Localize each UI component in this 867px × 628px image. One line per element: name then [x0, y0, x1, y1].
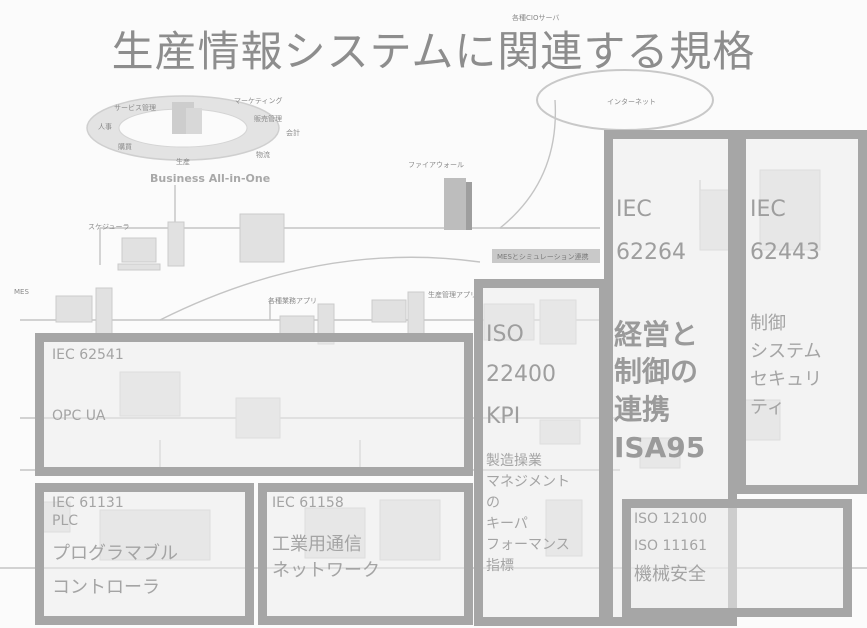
- ring-tag: サービス管理: [114, 104, 156, 112]
- iec61131-code: IEC 61131: [52, 495, 124, 511]
- iso22400-desc-5: フォーマンス: [486, 537, 570, 553]
- integration-tag: [492, 249, 600, 263]
- integration-label: MESとシミュレーション連携: [497, 253, 589, 261]
- iec62443-desc-4: ティ: [750, 397, 785, 418]
- ring-tag: 物流: [256, 151, 270, 159]
- iso22400-box: [474, 279, 608, 626]
- iec61158-desc-2: ネットワーク: [272, 560, 380, 581]
- scheduler-label: スケジューラ: [88, 223, 130, 231]
- iec62264-alias: ISA95: [614, 431, 706, 464]
- firewall-shape: [444, 178, 472, 230]
- iec61131-desc-1: プログラマブル: [52, 543, 178, 564]
- ring-tag: 生産: [176, 158, 190, 166]
- iec62541-code: IEC 62541: [52, 347, 124, 363]
- iso22400-desc-3: の: [486, 495, 500, 511]
- iso22400-desc-4: キーパ: [486, 516, 528, 532]
- iec62264-desc-2: 制御の: [614, 355, 699, 388]
- iso22400-code-3: KPI: [486, 404, 521, 429]
- iec61158-code: IEC 61158: [272, 495, 344, 511]
- iec62264-desc-1: 経営と: [614, 318, 699, 351]
- iec62443-code-1: IEC: [750, 197, 786, 222]
- iec62443-box: [737, 130, 867, 494]
- iso22400-desc-1: 製造操業: [486, 453, 542, 469]
- business-label: Business All-in-One: [150, 172, 271, 185]
- iec62264-code-2: 62264: [616, 240, 686, 265]
- iec61158-box: [258, 483, 473, 625]
- ring-tag: 購買: [118, 143, 132, 151]
- iec62264-code-1: IEC: [616, 197, 652, 222]
- app-label-1: 各種業務アプリ: [268, 297, 317, 305]
- iec62443-desc-2: システム: [750, 341, 822, 362]
- iec62541-box: [35, 333, 473, 476]
- ring-tag: 会計: [286, 129, 300, 137]
- iso12100-box: [622, 499, 852, 617]
- app-label-2: 生産管理アプリ: [428, 291, 477, 299]
- iec62443-desc-1: 制御: [750, 313, 786, 334]
- internet-label: インターネット: [607, 98, 656, 106]
- firewall-label: ファイアウォール: [408, 161, 464, 169]
- iec62443-code-2: 62443: [750, 240, 820, 265]
- iec61158-desc-1: 工業用通信: [272, 534, 362, 555]
- iec61131-box: [35, 483, 254, 625]
- iso22400-code-2: 22400: [486, 362, 556, 387]
- iec61131-abbr: PLC: [52, 513, 79, 529]
- iec62264-desc-3: 連携: [614, 393, 671, 426]
- iso12100-code-1: ISO 12100: [634, 511, 708, 527]
- page-title: 生産情報システムに関連する規格: [111, 27, 756, 76]
- ring-tag: マーケティング: [234, 97, 283, 105]
- iec61131-desc-2: コントローラ: [52, 577, 160, 598]
- ring-tag: 人事: [98, 123, 112, 131]
- iec62541-name: OPC UA: [52, 408, 106, 424]
- iso12100-desc: 機械安全: [634, 564, 706, 585]
- iec62443-desc-3: セキュリ: [750, 369, 822, 390]
- top-server-label: 各種CIOサーバ: [512, 14, 560, 22]
- iso22400-code-1: ISO: [486, 322, 524, 347]
- iso22400-desc-2: マネジメント: [486, 474, 570, 490]
- iso12100-code-2: ISO 11161: [634, 538, 708, 554]
- ring-tag: 販売管理: [254, 115, 282, 123]
- mes-label: MES: [14, 288, 29, 296]
- erp-ring: [86, 95, 280, 161]
- iso22400-desc-6: 指標: [486, 558, 514, 574]
